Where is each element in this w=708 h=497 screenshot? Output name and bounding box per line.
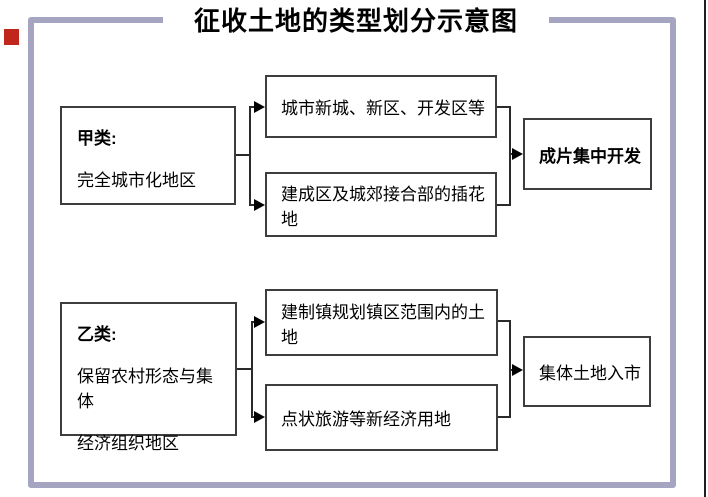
node-b-result-label: 集体土地入市	[539, 364, 641, 383]
connector-a-source-out	[236, 154, 251, 156]
node-category-b-title: 乙类:	[77, 325, 117, 344]
red-marker	[4, 29, 19, 45]
node-b-middle-1: 建制镇规划镇区范围内的土地	[265, 289, 498, 356]
node-category-b: 乙类: 保留农村形态与集体 经济组织地区	[60, 302, 237, 453]
node-category-a-desc: 完全城市化地区	[77, 171, 196, 190]
arrowhead-a-middle-1	[254, 101, 265, 113]
page-title: 征收土地的类型划分示意图	[163, 3, 549, 39]
node-b-middle-2: 点状旅游等新经济用地	[265, 384, 498, 451]
node-b-middle-2-label: 点状旅游等新经济用地	[281, 410, 451, 429]
node-a-middle-1: 城市新城、新区、开发区等	[265, 75, 497, 138]
page-right-edge-line	[704, 0, 706, 497]
connector-a-branch-vertical	[249, 106, 251, 206]
connector-b-source-out	[237, 368, 253, 370]
node-a-middle-1-label: 城市新城、新区、开发区等	[281, 99, 485, 118]
node-a-result-label: 成片集中开发	[539, 146, 641, 166]
connector-a-branch-bottom-stub	[249, 204, 256, 206]
arrowhead-b-middle-1	[254, 316, 265, 328]
node-b-middle-1-label: 建制镇规划镇区范围内的土地	[281, 302, 485, 347]
node-a-result: 成片集中开发	[523, 118, 652, 190]
connector-a-merge-top	[497, 106, 511, 108]
arrowhead-a-middle-2	[254, 199, 265, 211]
connector-a-branch-top-stub	[249, 106, 256, 108]
node-category-b-desc-1: 保留农村形态与集体	[77, 367, 213, 411]
connector-b-merge-bottom	[498, 416, 511, 418]
arrowhead-b-result	[512, 364, 523, 376]
node-category-a-title: 甲类:	[77, 129, 117, 148]
node-category-b-desc-2: 经济组织地区	[77, 434, 179, 453]
arrowhead-a-result	[512, 148, 523, 160]
connector-b-branch-vertical	[251, 321, 253, 418]
node-category-a: 甲类: 完全城市化地区	[60, 106, 236, 205]
connector-a-merge-vertical	[509, 106, 511, 206]
node-b-result: 集体土地入市	[523, 336, 651, 407]
arrowhead-b-middle-2	[254, 411, 265, 423]
connector-a-merge-bottom	[497, 204, 511, 206]
connector-b-merge-top	[498, 320, 511, 322]
node-a-middle-2: 建成区及城郊接合部的插花地	[265, 172, 497, 237]
node-a-middle-2-label: 建成区及城郊接合部的插花地	[281, 184, 485, 229]
